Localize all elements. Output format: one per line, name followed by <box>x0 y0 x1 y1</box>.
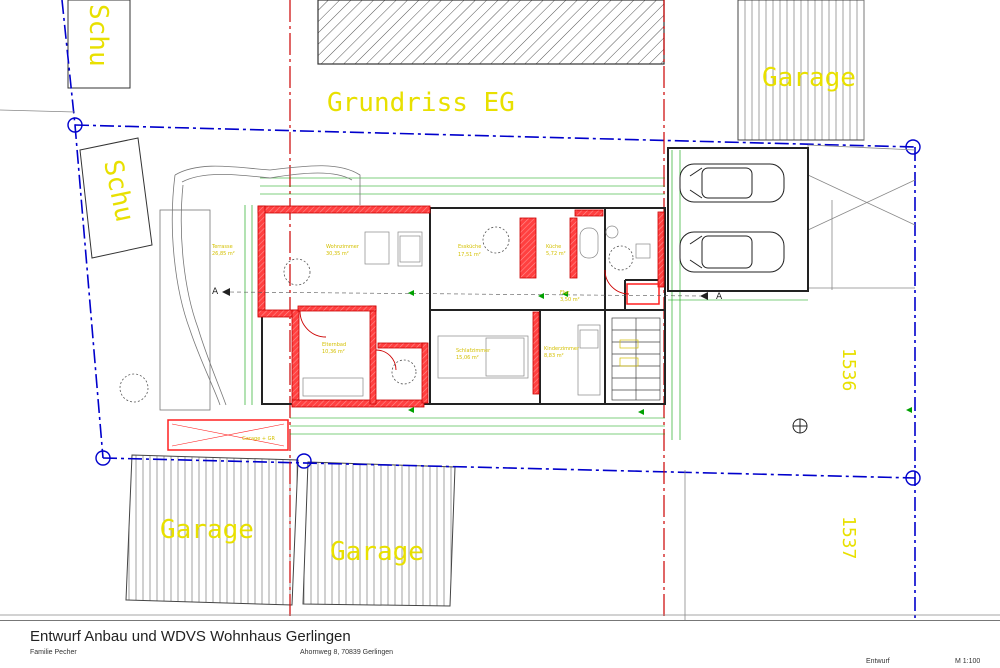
room-flur-name: Flur <box>560 290 570 296</box>
door-swings <box>299 269 630 371</box>
turning-circles <box>119 226 634 403</box>
drawing-title: Entwurf Anbau und WDVS Wohnhaus Gerlinge… <box>30 628 351 645</box>
dimension-lines <box>244 150 808 440</box>
garage-label-bottom-center: Garage <box>330 537 424 567</box>
room-kueche-name: Küche <box>546 244 561 250</box>
room-wohnzimmer-area: 30,35 m² <box>326 251 349 257</box>
room-esskueche-area: 17,51 m² <box>458 252 481 258</box>
room-terrasse-area: 26,85 m² <box>212 251 235 257</box>
boundary-markers <box>67 117 921 486</box>
section-marker-right: A <box>716 292 723 302</box>
room-elternbad-name: Elternbad <box>322 342 346 348</box>
garage-bottom-left-hatch <box>125 454 299 606</box>
survey-point <box>792 418 808 434</box>
schu-label-top: Schu <box>83 4 113 67</box>
neighbor-building-top <box>317 0 665 65</box>
furniture <box>302 225 651 397</box>
staircase <box>611 317 661 401</box>
room-kinderzimmer-area: 8,83 m² <box>544 353 564 359</box>
room-wohnzimmer-name: Wohnzimmer <box>326 244 360 250</box>
title-block: Entwurf Anbau und WDVS Wohnhaus Gerlinge… <box>0 620 1000 668</box>
neighbor-schu-left <box>79 137 153 259</box>
room-kueche-area: 5,72 m² <box>546 251 566 257</box>
room-esskueche-name: Essküche <box>458 244 481 250</box>
room-schlafzimmer-area: 15,06 m² <box>456 355 479 361</box>
car-bottom <box>679 231 785 273</box>
plan-title: Grundriss EG <box>327 88 515 118</box>
room-flur-area: 3,50 m² <box>560 297 580 303</box>
client-name: Familie Pecher <box>30 649 77 656</box>
room-terrasse-name: Terrasse <box>211 244 233 250</box>
garage-gr-label: Garage + GR <box>242 436 276 442</box>
room-kinderzimmer-name: Kinderzimmer <box>544 346 580 352</box>
terrace-contour <box>159 165 361 411</box>
garage-label-bottom-left: Garage <box>160 515 254 545</box>
new-walls <box>257 205 665 408</box>
parcel-1537-label: 1537 <box>838 516 859 559</box>
section-marker-left: A <box>212 287 219 297</box>
garage-label-top-right: Garage <box>762 63 856 93</box>
drawing-scale: M 1:100 <box>955 658 981 665</box>
garage-gr-box: Garage + GR <box>167 419 289 451</box>
neighbor-schu-top <box>67 0 131 89</box>
room-elternbad-area: 10,36 m² <box>322 349 345 355</box>
property-boundary <box>61 0 916 620</box>
garage-with-cars <box>667 147 809 292</box>
parcel-1536-label: 1536 <box>838 348 859 391</box>
room-schlafzimmer-name: Schlafzimmer <box>456 348 491 354</box>
section-line: A A <box>212 287 723 302</box>
drawing-status: Entwurf <box>866 658 890 665</box>
car-top <box>679 163 785 203</box>
direction-arrows <box>408 290 912 415</box>
garage-bottom-center-hatch <box>302 461 456 607</box>
room-labels: Terrasse 26,85 m² Wohnzimmer 30,35 m² Es… <box>211 244 580 361</box>
project-address: Ahornweg 8, 70839 Gerlingen <box>300 649 394 656</box>
